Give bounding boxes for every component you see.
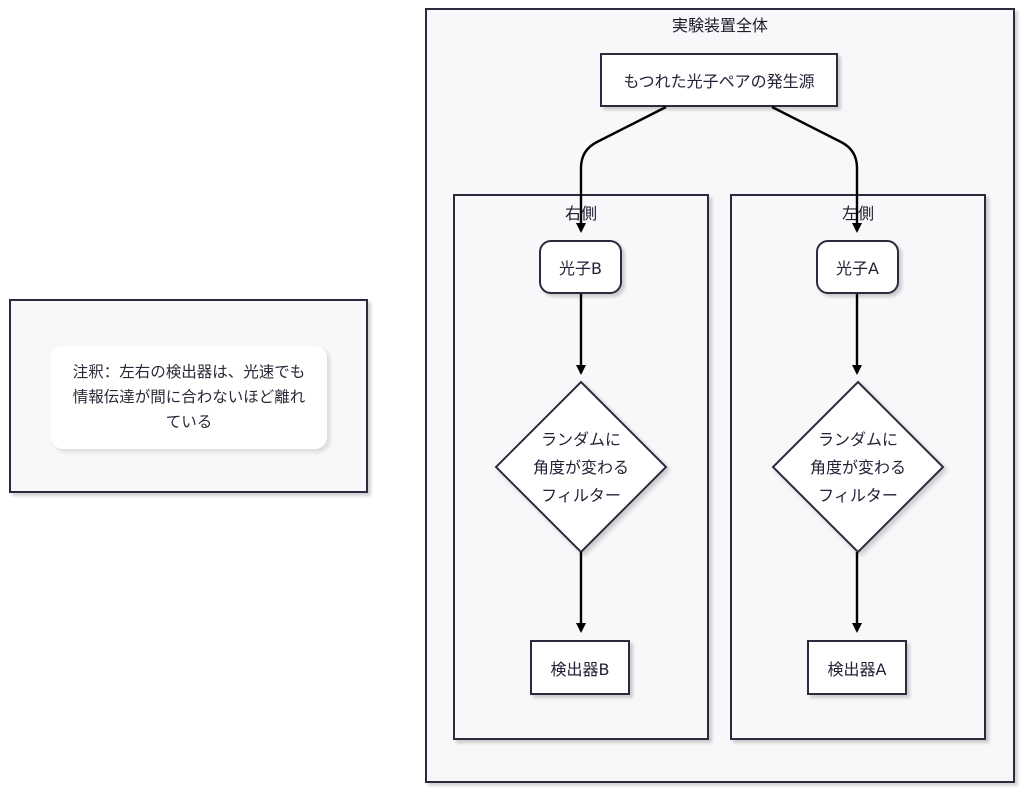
detector-b-label: 検出器B <box>550 659 610 679</box>
note-text: 注釈：左右の検出器は、光速でも情報伝達が間に合わないほど離れている <box>72 363 306 431</box>
filter-b-label-line: フィルター <box>541 486 621 505</box>
source-node-label: もつれた光子ペアの発生源 <box>623 72 815 91</box>
photon-a-node[interactable]: 光子A <box>816 240 899 294</box>
filter-b-label-line: 角度が変わる <box>532 458 629 477</box>
photon-b-label: 光子B <box>559 259 602 278</box>
filter-a-label-line: フィルター <box>818 486 898 505</box>
detector-a-node[interactable]: 検出器A <box>807 640 907 695</box>
filter-a-label: ランダムに 角度が変わる フィルター <box>788 426 928 510</box>
filter-b-label-line: ランダムに <box>540 430 621 449</box>
note-card: 注釈：左右の検出器は、光速でも情報伝達が間に合わないほど離れている <box>51 346 327 449</box>
left-cluster-title: 左側 <box>841 204 874 223</box>
filter-a-label-line: 角度が変わる <box>809 458 906 477</box>
right-cluster-title: 右側 <box>564 204 597 223</box>
detector-b-node[interactable]: 検出器B <box>530 640 630 695</box>
filter-b-label: ランダムに 角度が変わる フィルター <box>511 426 651 510</box>
note-panel: 注釈：左右の検出器は、光速でも情報伝達が間に合わないほど離れている <box>9 299 368 493</box>
source-node[interactable]: もつれた光子ペアの発生源 <box>600 53 838 107</box>
photon-a-label: 光子A <box>836 259 879 278</box>
detector-a-label: 検出器A <box>827 659 887 679</box>
main-cluster-title: 実験装置全体 <box>671 16 768 35</box>
photon-b-node[interactable]: 光子B <box>539 240 622 294</box>
filter-a-label-line: ランダムに <box>817 430 898 449</box>
